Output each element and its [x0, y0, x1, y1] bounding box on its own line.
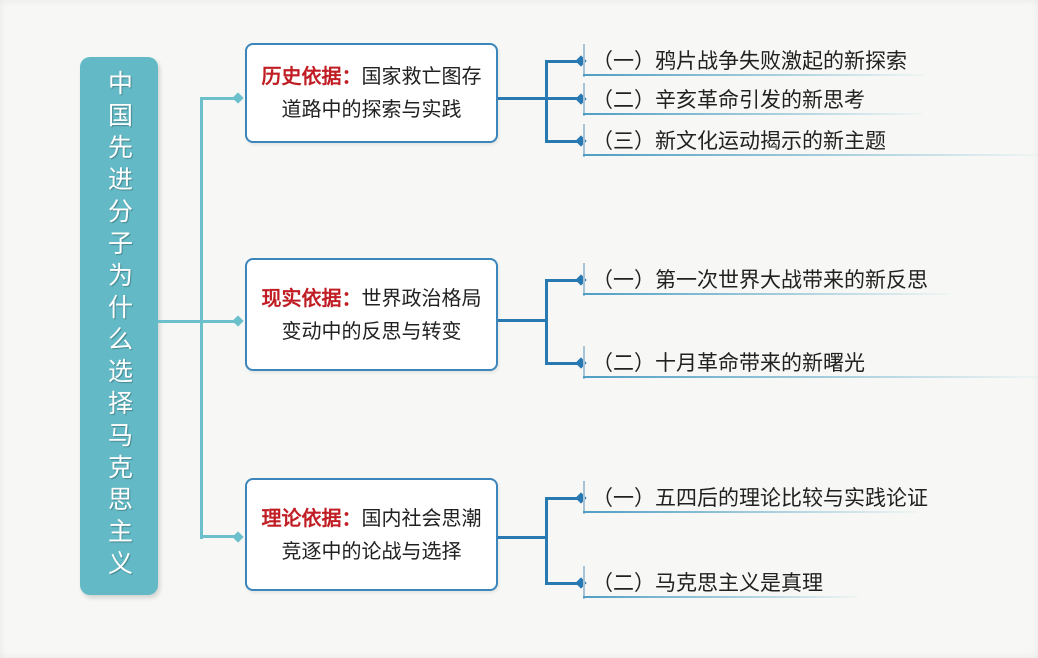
leaf-label: （二）马克思主义是真理 — [592, 571, 823, 595]
leaf-tick — [583, 83, 585, 116]
leaf-underline — [583, 74, 925, 76]
leaf-underline — [583, 154, 1038, 156]
connector-branch1-trunk — [545, 60, 548, 143]
root-node-title: 中国先进分子为什么选择马克思主义 — [104, 70, 134, 582]
connector-branch3-leaf2 — [545, 582, 578, 585]
leaf-tick — [583, 566, 585, 599]
leaf-label: （二）辛亥革命引发的新思考 — [592, 88, 865, 112]
leaf-tick — [583, 263, 585, 296]
branch-summary: 国家救亡图存道路中的探索与实践 — [281, 64, 482, 121]
branch-keyword: 历史依据： — [261, 64, 362, 88]
connector-branch1-leaf3 — [545, 140, 578, 143]
connector-branch1-main — [498, 97, 578, 100]
leaf-label: （一）第一次世界大战带来的新反思 — [592, 268, 928, 292]
branch-node-reality[interactable]: 现实依据：世界政治格局变动中的反思与转变 — [245, 258, 498, 371]
diamond-arrow-icon — [232, 92, 244, 104]
connector-branch3-leaf1 — [545, 497, 578, 500]
branch-node-text: 理论依据：国内社会思潮竞逐中的论战与选择 — [259, 502, 484, 568]
leaf-tick — [583, 44, 585, 77]
connector-root-trunk — [200, 97, 203, 539]
connector-branch1-leaf1 — [545, 60, 578, 63]
branch-summary: 国内社会思潮竞逐中的论战与选择 — [281, 505, 482, 563]
diamond-arrow-icon — [232, 315, 244, 327]
branch-keyword: 现实依据： — [261, 285, 362, 310]
connector-branch3-trunk — [545, 497, 548, 585]
connector-root-to-branch1 — [200, 97, 238, 100]
leaf-label: （三）新文化运动揭示的新主题 — [592, 129, 886, 153]
branch-node-text: 历史依据：国家救亡图存道路中的探索与实践 — [259, 60, 484, 126]
connector-branch2-trunk — [545, 279, 548, 365]
leaf-underline — [583, 293, 950, 295]
leaf-label: （一）五四后的理论比较与实践论证 — [592, 486, 928, 510]
connector-root-to-branch3 — [200, 535, 238, 538]
leaf-label: （二）十月革命带来的新曙光 — [592, 351, 865, 375]
leaf-label: （一）鸦片战争失败激起的新探索 — [592, 49, 907, 73]
leaf-underline — [583, 376, 1038, 378]
connector-branch2-main — [498, 319, 548, 322]
branch-summary: 世界政治格局变动中的反思与转变 — [281, 285, 482, 343]
branch-node-history[interactable]: 历史依据：国家救亡图存道路中的探索与实践 — [245, 43, 498, 143]
branch-keyword: 理论依据： — [261, 505, 362, 530]
leaf-tick — [583, 124, 585, 157]
root-node[interactable]: 中国先进分子为什么选择马克思主义 — [80, 57, 158, 595]
connector-branch2-leaf1 — [545, 279, 578, 282]
leaf-underline — [583, 113, 922, 115]
leaf-underline — [583, 511, 917, 513]
connector-branch3-main — [498, 536, 548, 539]
branch-node-text: 现实依据：世界政治格局变动中的反思与转变 — [259, 282, 484, 348]
leaf-underline — [583, 596, 858, 598]
connector-root-main — [158, 320, 238, 323]
diamond-arrow-icon — [232, 531, 244, 543]
leaf-tick — [583, 481, 585, 514]
connector-branch2-leaf2 — [545, 362, 578, 365]
leaf-tick — [583, 346, 585, 379]
branch-node-theory[interactable]: 理论依据：国内社会思潮竞逐中的论战与选择 — [245, 478, 498, 591]
